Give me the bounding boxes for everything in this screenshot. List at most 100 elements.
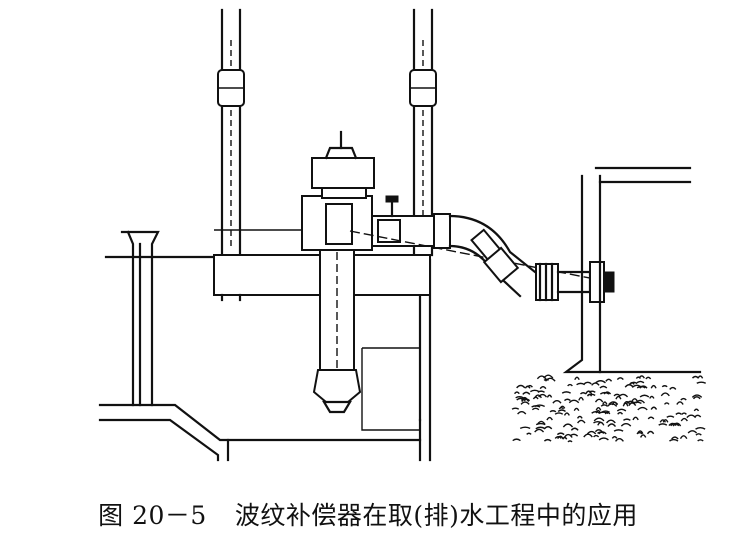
rubble-mark (638, 375, 645, 379)
ground-rubble (511, 374, 707, 443)
rubble-mark (567, 440, 573, 443)
rubble-mark (639, 394, 650, 398)
rubble-mark (676, 401, 684, 405)
rubble-mark (603, 391, 612, 395)
rubble-mark (531, 407, 540, 411)
rubble-mark (646, 430, 655, 435)
rubble-mark (658, 423, 668, 426)
rubble-mark (595, 409, 601, 414)
rubble-mark (568, 399, 580, 404)
rubble-mark (599, 385, 608, 389)
rubble-mark (616, 408, 627, 412)
rubble-mark (687, 430, 698, 434)
left-suspension-rod (217, 8, 245, 257)
rubble-mark (561, 391, 571, 394)
rubble-mark (675, 412, 683, 415)
bellows-compensator (448, 214, 615, 303)
rubble-mark (636, 380, 645, 384)
rubble-mark (543, 438, 552, 442)
rubble-mark (513, 391, 520, 395)
rubble-mark (622, 402, 629, 407)
rubble-mark (680, 397, 687, 401)
rubble-mark (587, 393, 596, 396)
rubble-mark (650, 406, 658, 410)
rubble-mark (602, 401, 608, 405)
outlet-pier (562, 166, 702, 374)
rubble-mark (577, 419, 586, 424)
rubble-mark (697, 439, 704, 442)
rubble-mark (511, 407, 520, 410)
rubble-mark (681, 412, 687, 415)
rubble-mark (586, 430, 597, 435)
rubble-mark (608, 401, 619, 405)
rubble-mark (522, 391, 531, 395)
rubble-mark (567, 383, 573, 387)
rubble-mark (519, 426, 531, 430)
rubble-mark (543, 378, 550, 381)
rubble-mark (679, 435, 688, 440)
rubble-mark (554, 435, 562, 439)
rubble-mark (573, 407, 580, 412)
rubble-mark (660, 392, 670, 397)
rubble-mark (556, 432, 565, 436)
rubble-mark (557, 435, 564, 440)
rubble-mark (521, 396, 529, 401)
rubble-mark (576, 415, 583, 419)
rubble-mark (696, 381, 707, 384)
rubble-mark (543, 426, 553, 430)
rubble-mark (666, 415, 675, 418)
rubble-mark (645, 376, 652, 380)
rubble-mark (691, 394, 703, 398)
rubble-mark (601, 410, 610, 413)
rubble-mark (605, 378, 613, 382)
rubble-mark (669, 438, 679, 442)
rubble-mark (662, 419, 669, 423)
rubble-mark (563, 398, 571, 402)
rubble-mark (594, 398, 604, 403)
rubble-mark (647, 416, 655, 420)
rubble-mark (546, 416, 553, 421)
intake-structure (98, 230, 432, 462)
rubble-mark (686, 414, 697, 419)
rubble-mark (512, 438, 521, 442)
rubble-mark (629, 382, 635, 385)
rubble-mark (659, 419, 667, 423)
rubble-mark (538, 393, 548, 398)
rubble-mark (595, 406, 602, 411)
rubble-mark (661, 385, 668, 388)
rubble-mark (636, 431, 643, 435)
rubble-mark (694, 414, 702, 418)
rubble-mark (620, 422, 632, 427)
rubble-mark (623, 418, 631, 421)
rubble-mark (671, 436, 679, 440)
rubble-mark (539, 386, 547, 390)
rubble-mark (562, 423, 574, 428)
rubble-mark (554, 412, 564, 415)
rubble-mark (639, 434, 647, 438)
rubble-mark (534, 394, 542, 399)
rubble-mark (579, 392, 587, 395)
rubble-mark (597, 431, 605, 434)
rubble-mark (606, 403, 618, 407)
rubble-mark (536, 420, 546, 425)
rubble-mark (570, 427, 579, 431)
rubble-mark (613, 429, 624, 432)
rubble-mark (516, 397, 525, 401)
rubble-mark (631, 384, 643, 388)
rubble-mark (546, 394, 553, 398)
rubble-mark (536, 375, 547, 380)
rubble-mark (537, 390, 545, 393)
rubble-mark (693, 408, 700, 412)
rubble-mark (650, 384, 657, 389)
rubble-mark (663, 402, 670, 405)
rubble-mark (611, 435, 618, 439)
rubble-mark (530, 389, 540, 393)
rubble-mark (680, 417, 688, 422)
rubble-mark (593, 417, 605, 422)
rubble-mark (552, 400, 562, 404)
rubble-mark (578, 396, 584, 401)
rubble-mark (672, 422, 682, 427)
rubble-mark (615, 395, 622, 400)
rubble-mark (607, 423, 617, 427)
